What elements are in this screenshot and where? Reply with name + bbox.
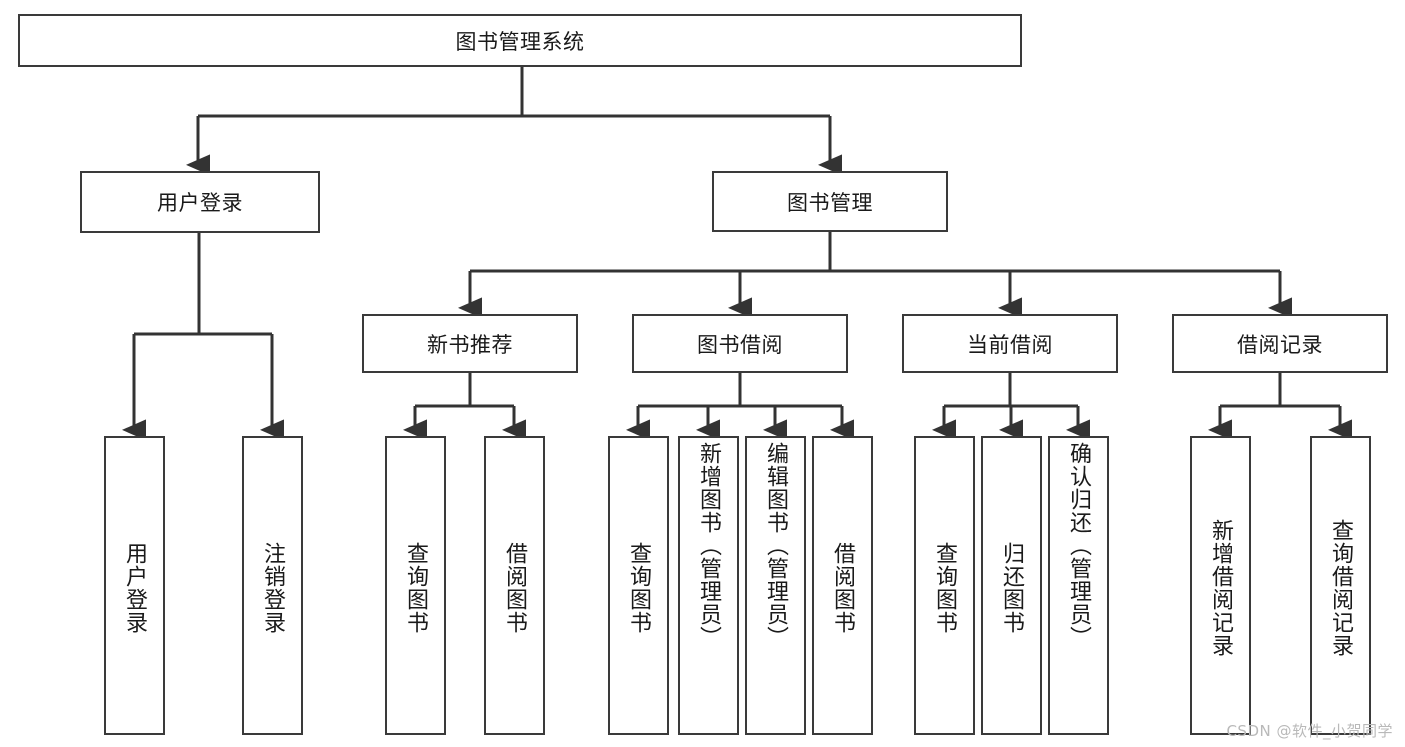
node-current-borrow[interactable]: 当前借阅 <box>902 314 1118 373</box>
leaf-return-book-label: 归还图书 <box>999 541 1025 634</box>
node-root-label: 图书管理系统 <box>455 29 585 54</box>
node-new-book-recommend-label: 新书推荐 <box>427 332 513 357</box>
node-user-login-label: 用户登录 <box>157 191 243 215</box>
leaf-borrow-query-book-label: 查询图书 <box>626 541 652 634</box>
leaf-return-book[interactable]: 归还图书 <box>981 436 1042 735</box>
leaf-current-query-book[interactable]: 查询图书 <box>914 436 975 735</box>
node-current-borrow-label: 当前借阅 <box>967 332 1053 357</box>
leaf-user-logout[interactable]: 注销登录 <box>242 436 303 735</box>
leaf-borrow-book-label: 借阅图书 <box>830 541 856 634</box>
leaf-recommend-borrow-book[interactable]: 借阅图书 <box>484 436 545 735</box>
leaf-recommend-query-book[interactable]: 查询图书 <box>385 436 446 735</box>
leaf-add-borrow-record[interactable]: 新增借阅记录 <box>1190 436 1251 735</box>
leaf-borrow-query-book[interactable]: 查询图书 <box>608 436 669 735</box>
leaf-edit-book-admin[interactable]: 编辑图书（管理员） <box>745 436 806 735</box>
node-borrow-record[interactable]: 借阅记录 <box>1172 314 1388 373</box>
node-user-login[interactable]: 用户登录 <box>80 171 320 233</box>
node-root[interactable]: 图书管理系统 <box>18 14 1022 67</box>
leaf-borrow-book[interactable]: 借阅图书 <box>812 436 873 735</box>
leaf-query-borrow-record[interactable]: 查询借阅记录 <box>1310 436 1371 735</box>
leaf-add-borrow-record-label: 新增借阅记录 <box>1208 518 1234 657</box>
leaf-user-logout-label: 注销登录 <box>260 541 286 634</box>
node-book-borrow-label: 图书借阅 <box>697 332 783 357</box>
node-book-borrow[interactable]: 图书借阅 <box>632 314 848 373</box>
leaf-query-borrow-record-label: 查询借阅记录 <box>1328 518 1354 657</box>
leaf-confirm-return-admin[interactable]: 确认归还（管理员） <box>1048 436 1109 735</box>
leaf-confirm-return-admin-label: 确认归还（管理员） <box>1066 442 1092 649</box>
node-book-management[interactable]: 图书管理 <box>712 171 948 232</box>
leaf-recommend-query-book-label: 查询图书 <box>403 541 429 634</box>
leaf-user-login-label: 用户登录 <box>122 541 148 634</box>
node-new-book-recommend[interactable]: 新书推荐 <box>362 314 578 373</box>
leaf-edit-book-admin-label: 编辑图书（管理员） <box>763 442 789 649</box>
watermark: CSDN @软件_小贺同学 <box>1226 722 1393 740</box>
leaf-user-login[interactable]: 用户登录 <box>104 436 165 735</box>
leaf-add-book-admin-label: 新增图书（管理员） <box>696 442 722 649</box>
node-borrow-record-label: 借阅记录 <box>1237 332 1323 357</box>
node-book-management-label: 图书管理 <box>787 190 873 215</box>
leaf-recommend-borrow-book-label: 借阅图书 <box>502 541 528 634</box>
leaf-current-query-book-label: 查询图书 <box>932 541 958 634</box>
leaf-add-book-admin[interactable]: 新增图书（管理员） <box>678 436 739 735</box>
